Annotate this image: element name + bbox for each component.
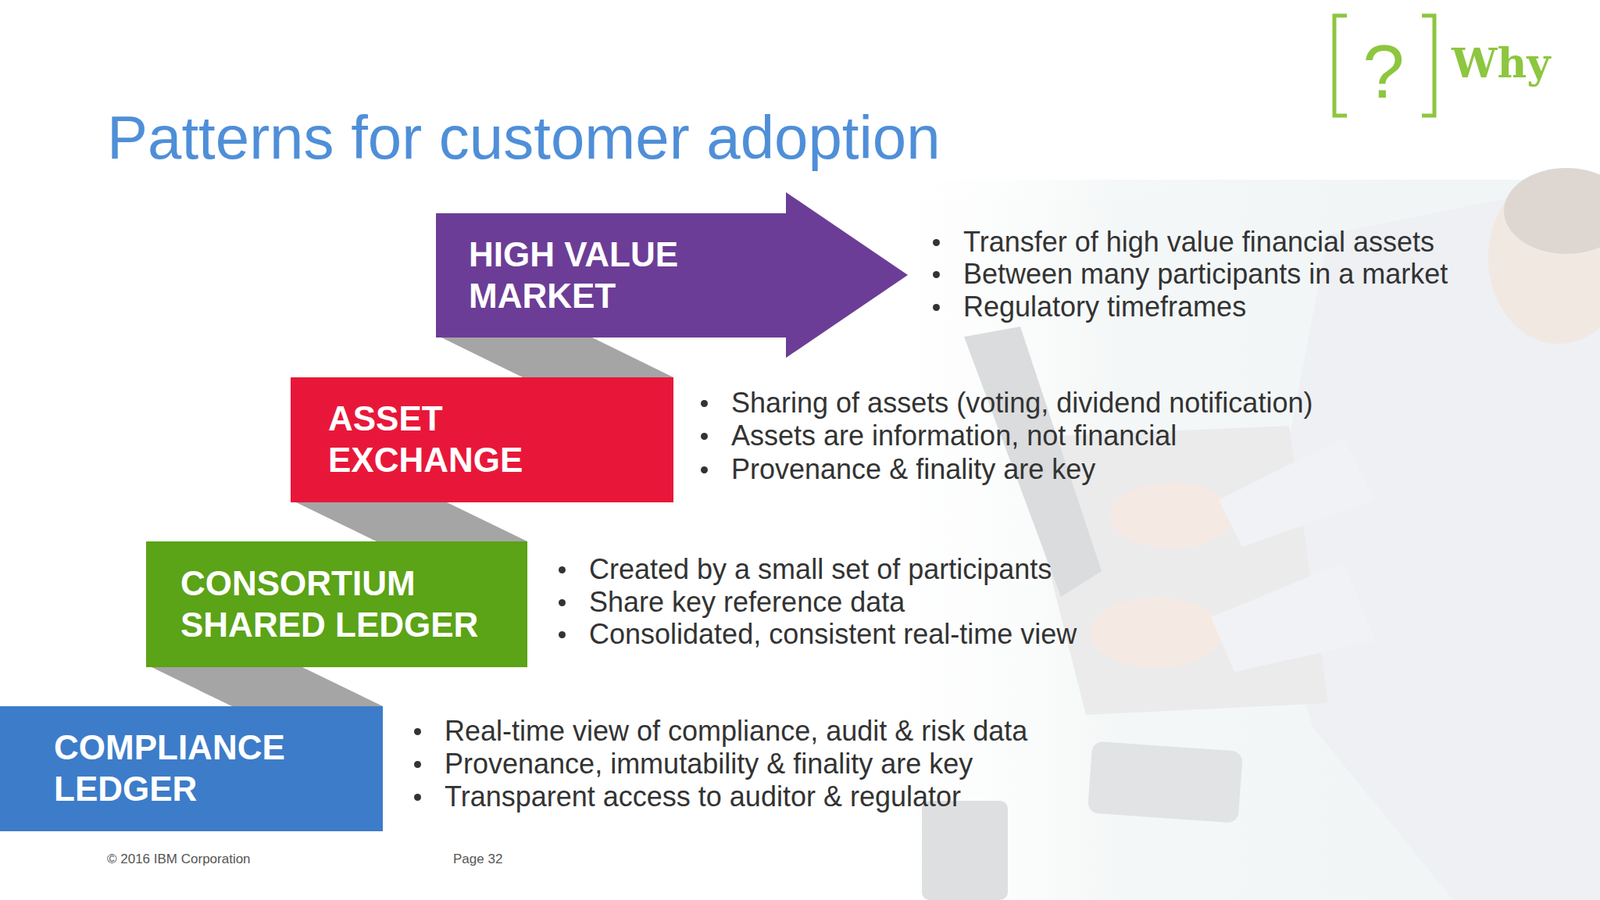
bullet-dot <box>700 432 708 440</box>
step-box: CONSORTIUM SHARED LEDGER <box>146 541 528 668</box>
bullet-text: Created by a small set of participants <box>589 553 1052 586</box>
bullet-dot <box>558 631 566 639</box>
bullet-text: Transfer of high value financial assets <box>963 225 1435 259</box>
bullet-dot <box>932 303 940 311</box>
bullet-dot <box>414 728 422 736</box>
bullet-dot <box>558 566 566 574</box>
bullet-text: Consolidated, consistent real-time view <box>589 617 1077 651</box>
arrow-shape <box>435 192 908 358</box>
bullet-text: Provenance & finality are key <box>731 453 1096 486</box>
page-number: Page 32 <box>453 851 503 868</box>
bullet-text: Sharing of assets (voting, dividend noti… <box>731 386 1313 420</box>
bullet-text: Provenance, immutability & finality are … <box>444 747 973 781</box>
bullet-text: Transparent access to auditor & regulato… <box>444 780 961 814</box>
step-label: HIGH VALUE MARKET <box>468 234 719 318</box>
bullet-text: Regulatory timeframes <box>963 290 1247 324</box>
step-label: CONSORTIUM SHARED LEDGER <box>180 563 509 647</box>
bullet-text: Real-time view of compliance, audit & ri… <box>444 714 1028 748</box>
bullet-dot <box>414 793 422 801</box>
bullet-dot <box>700 466 708 474</box>
step-ribbon <box>441 337 674 378</box>
step-label: COMPLIANCE LEDGER <box>53 727 367 811</box>
arrow-body: HIGH VALUE MARKET <box>435 213 786 338</box>
step-ribbon <box>151 667 383 707</box>
logo-word: Why <box>1451 39 1550 88</box>
step-label: ASSET EXCHANGE <box>328 398 579 482</box>
arrow-step: HIGH VALUE MARKET <box>435 192 908 358</box>
bullet-dot <box>700 400 708 408</box>
bullet-text: Share key reference data <box>589 585 905 619</box>
bullet-text: Between many participants in a market <box>963 257 1448 291</box>
bullet-dot <box>932 271 940 279</box>
step-ribbon <box>296 502 528 542</box>
step-box: ASSET EXCHANGE <box>290 377 674 503</box>
slide-title: Patterns for customer adoption <box>107 101 941 175</box>
footer-copyright: © 2016 IBM Corporation <box>107 851 251 868</box>
logo-mark: ? <box>1360 34 1408 110</box>
bullet-dot <box>414 760 422 768</box>
bullet-dot <box>558 599 566 607</box>
arrow-outline <box>435 192 908 358</box>
step-box: COMPLIANCE LEDGER <box>0 706 383 832</box>
bullet-text: Assets are information, not financial <box>731 419 1177 453</box>
bullet-dot <box>932 239 940 247</box>
